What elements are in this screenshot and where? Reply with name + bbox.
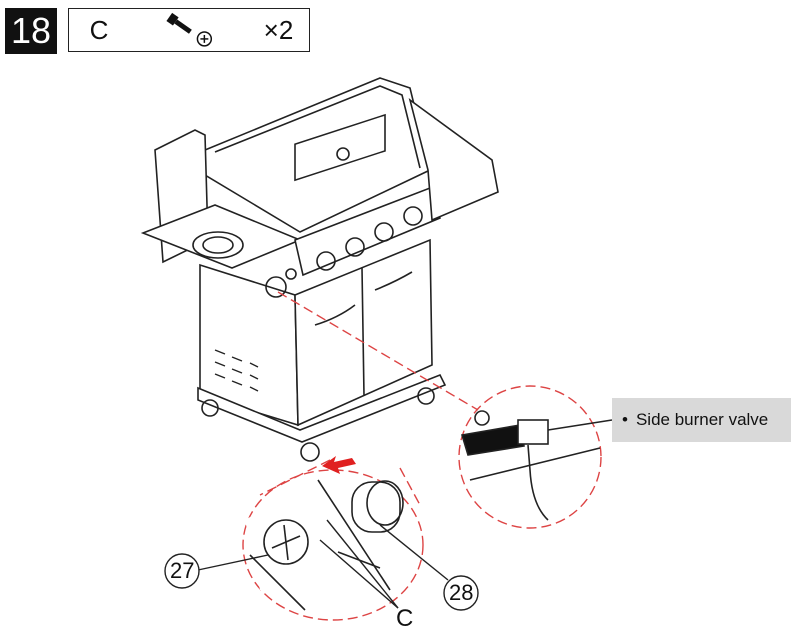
screw-c-label: C [396,605,414,632]
callout-text: Side burner valve [635,410,769,429]
part-28-label: 28 [449,580,474,605]
quantity: ×2 [248,8,310,52]
step-number: 18 [5,8,57,54]
part-letter: C [68,8,130,52]
part-icon-cell [129,8,249,52]
screw-icon [166,12,213,47]
side-burner-valve-callout: • Side burner valve [612,398,791,442]
part-27-label: 27 [170,558,195,583]
callout-bullet: • [622,410,628,429]
